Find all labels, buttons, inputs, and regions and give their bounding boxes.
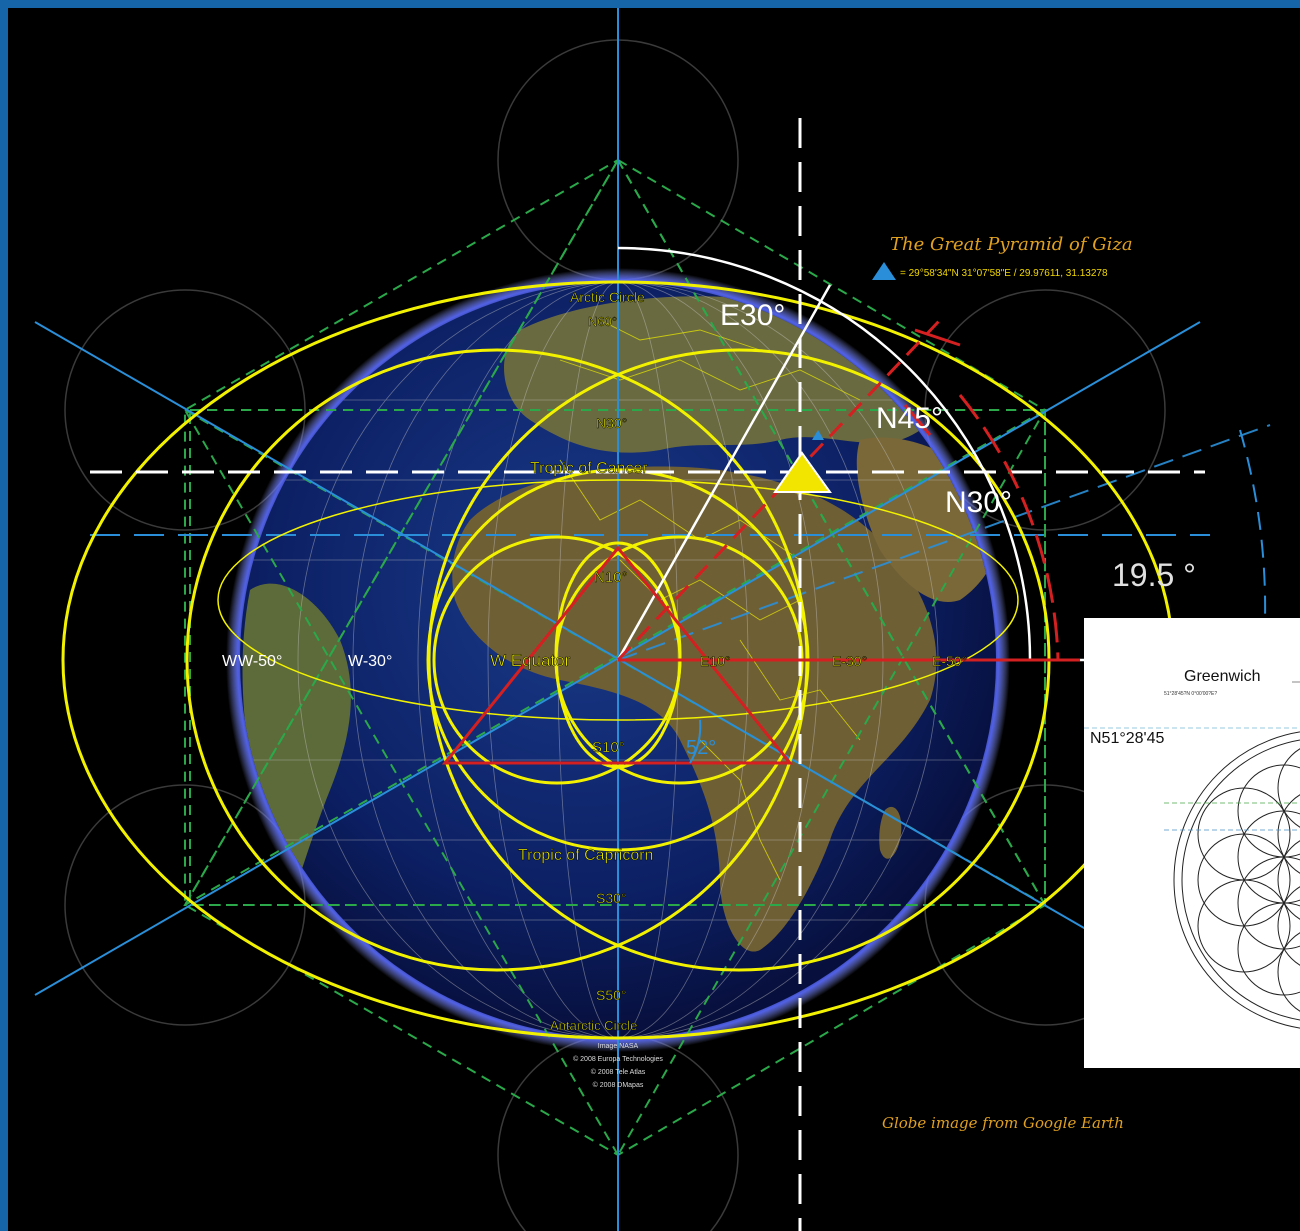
e10-label: E10° bbox=[700, 653, 731, 669]
greenwich-label: Greenwich bbox=[1184, 668, 1261, 685]
angle-52-label: 52° bbox=[686, 737, 716, 759]
globe-labels: Arctic Circle N60° N30° Tropic of Cancer… bbox=[490, 289, 968, 1034]
e30-label: E-30° bbox=[832, 653, 867, 669]
arctic-circle-label: Arctic Circle bbox=[570, 289, 645, 305]
greenwich-inset: Greenwich 51°28'45?N 0°00'00?E? N51°28'4… bbox=[1084, 618, 1300, 1068]
angle-n30-label: N30° bbox=[945, 486, 1012, 519]
tropic-cancer-label: Tropic of Cancer bbox=[530, 460, 648, 477]
credit-line: © 2008 Tele Atlas bbox=[591, 1068, 646, 1076]
flower-of-life-diagram bbox=[1084, 681, 1300, 1029]
n30-label: N30° bbox=[596, 415, 627, 431]
e50-label: E-50° bbox=[932, 653, 967, 669]
credit-line: © 2008 Europa Technologies bbox=[573, 1055, 663, 1063]
giza-location-icon bbox=[812, 430, 824, 440]
n60-label: N60° bbox=[588, 314, 617, 329]
angle-n45-label: N45° bbox=[876, 402, 943, 435]
pyramid-marker bbox=[773, 451, 832, 493]
west-labels: W W-50° W-30° bbox=[222, 653, 392, 670]
pyramid-legend-icon bbox=[872, 262, 896, 280]
w30-label: W-30° bbox=[348, 653, 392, 670]
w50-label: W-50° bbox=[238, 653, 282, 670]
pyramid-coords: = 29°58'34"N 31°07'58"E / 29.97611, 31.1… bbox=[900, 268, 1108, 279]
w-label: W bbox=[222, 653, 238, 670]
latitude-label: N51°28'45 bbox=[1090, 730, 1165, 747]
angle-52-arc bbox=[689, 719, 702, 764]
earth-credits: Image NASA © 2008 Europa Technologies © … bbox=[573, 1043, 663, 1089]
n10-label: N10° bbox=[594, 569, 628, 586]
pyramid-title: The Great Pyramid of Giza bbox=[890, 234, 1133, 255]
sacred-geometry-diagram: Arctic Circle N60° N30° Tropic of Cancer… bbox=[34, 8, 1271, 1231]
globe-continents bbox=[240, 282, 996, 1038]
angle-labels: E30° N45° N30° 19.5 ° 52° bbox=[686, 299, 1196, 759]
equator-label: W Equator bbox=[490, 651, 571, 670]
credit-line: Image NASA bbox=[598, 1043, 639, 1050]
greenwich-coords: 51°28'45?N 0°00'00?E? bbox=[1164, 691, 1218, 697]
tropic-capricorn-label: Tropic of Capricorn bbox=[518, 847, 653, 864]
s10-label: S10° bbox=[592, 739, 625, 756]
credit-line: © 2008 DMapas bbox=[593, 1081, 644, 1089]
angle-195-label: 19.5 ° bbox=[1112, 557, 1196, 593]
blue-dashed-arc bbox=[1239, 429, 1267, 621]
s50-label: S50° bbox=[596, 987, 627, 1003]
angle-e30-label: E30° bbox=[720, 299, 785, 332]
diagram-frame: Arctic Circle N60° N30° Tropic of Cancer… bbox=[8, 8, 1300, 1231]
antarctic-circle-label: Antarctic Circle bbox=[550, 1018, 637, 1033]
globe-credit: Globe image from Google Earth bbox=[882, 1114, 1124, 1132]
s30-label: S30° bbox=[596, 890, 627, 906]
